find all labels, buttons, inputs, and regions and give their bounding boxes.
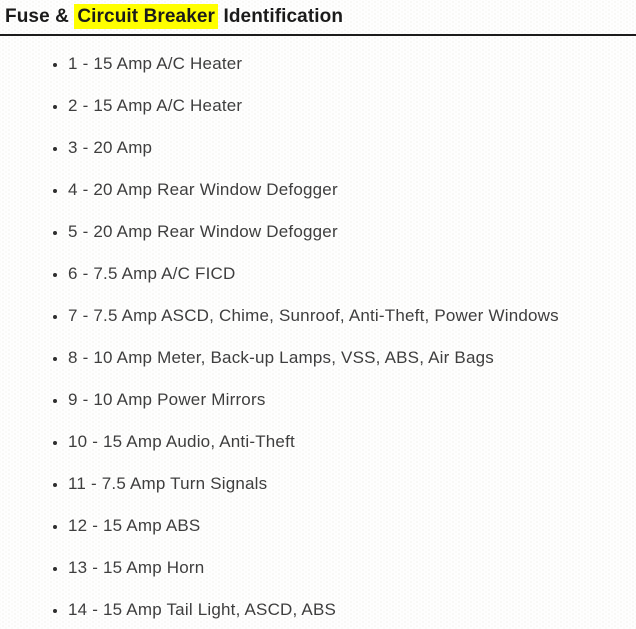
fuse-list-item: 10 - 15 Amp Audio, Anti-Theft — [68, 431, 636, 452]
fuse-list-item-label: 4 - 20 Amp Rear Window Defogger — [68, 180, 338, 199]
page-title: Fuse & Circuit Breaker Identification — [5, 4, 630, 29]
fuse-list-item: 13 - 15 Amp Horn — [68, 557, 636, 578]
fuse-list-item: 7 - 7.5 Amp ASCD, Chime, Sunroof, Anti-T… — [68, 305, 636, 326]
fuse-list-item: 2 - 15 Amp A/C Heater — [68, 95, 636, 116]
fuse-list-item-label: 14 - 15 Amp Tail Light, ASCD, ABS — [68, 600, 337, 619]
fuse-list-item: 14 - 15 Amp Tail Light, ASCD, ABS — [68, 599, 636, 620]
fuse-list-item: 5 - 20 Amp Rear Window Defogger — [68, 221, 636, 242]
page-title-prefix: Fuse & — [5, 6, 75, 27]
page-title-suffix: Identification — [218, 6, 344, 27]
fuse-list-item-label: 9 - 10 Amp Power Mirrors — [68, 390, 266, 409]
fuse-list-item-label: 12 - 15 Amp ABS — [68, 516, 201, 535]
fuse-list-item: 6 - 7.5 Amp A/C FICD — [68, 263, 636, 284]
fuse-list-item: 11 - 7.5 Amp Turn Signals — [68, 473, 636, 494]
fuse-list-item-label: 2 - 15 Amp A/C Heater — [68, 96, 243, 115]
page-title-highlight: Circuit Breaker — [74, 4, 219, 29]
fuse-list-item-label: 11 - 7.5 Amp Turn Signals — [68, 474, 268, 493]
fuse-list-item-label: 1 - 15 Amp A/C Heater — [68, 54, 243, 73]
fuse-list-item: 3 - 20 Amp — [68, 137, 636, 158]
fuse-list-item-label: 6 - 7.5 Amp A/C FICD — [68, 264, 236, 283]
fuse-list-item: 8 - 10 Amp Meter, Back-up Lamps, VSS, AB… — [68, 347, 636, 368]
fuse-list-item: 12 - 15 Amp ABS — [68, 515, 636, 536]
fuse-list-item-label: 10 - 15 Amp Audio, Anti-Theft — [68, 432, 295, 451]
fuse-list: 1 - 15 Amp A/C Heater 2 - 15 Amp A/C Hea… — [0, 53, 636, 620]
title-divider — [0, 34, 636, 36]
fuse-list-item-label: 7 - 7.5 Amp ASCD, Chime, Sunroof, Anti-T… — [68, 306, 559, 325]
fuse-list-item-label: 8 - 10 Amp Meter, Back-up Lamps, VSS, AB… — [68, 348, 494, 367]
page-header: Fuse & Circuit Breaker Identification — [0, 0, 636, 29]
fuse-list-item-label: 3 - 20 Amp — [68, 138, 153, 157]
fuse-list-item: 4 - 20 Amp Rear Window Defogger — [68, 179, 636, 200]
fuse-list-item: 9 - 10 Amp Power Mirrors — [68, 389, 636, 410]
fuse-list-item-label: 5 - 20 Amp Rear Window Defogger — [68, 222, 338, 241]
fuse-list-item-label: 13 - 15 Amp Horn — [68, 558, 205, 577]
fuse-list-item: 1 - 15 Amp A/C Heater — [68, 53, 636, 74]
